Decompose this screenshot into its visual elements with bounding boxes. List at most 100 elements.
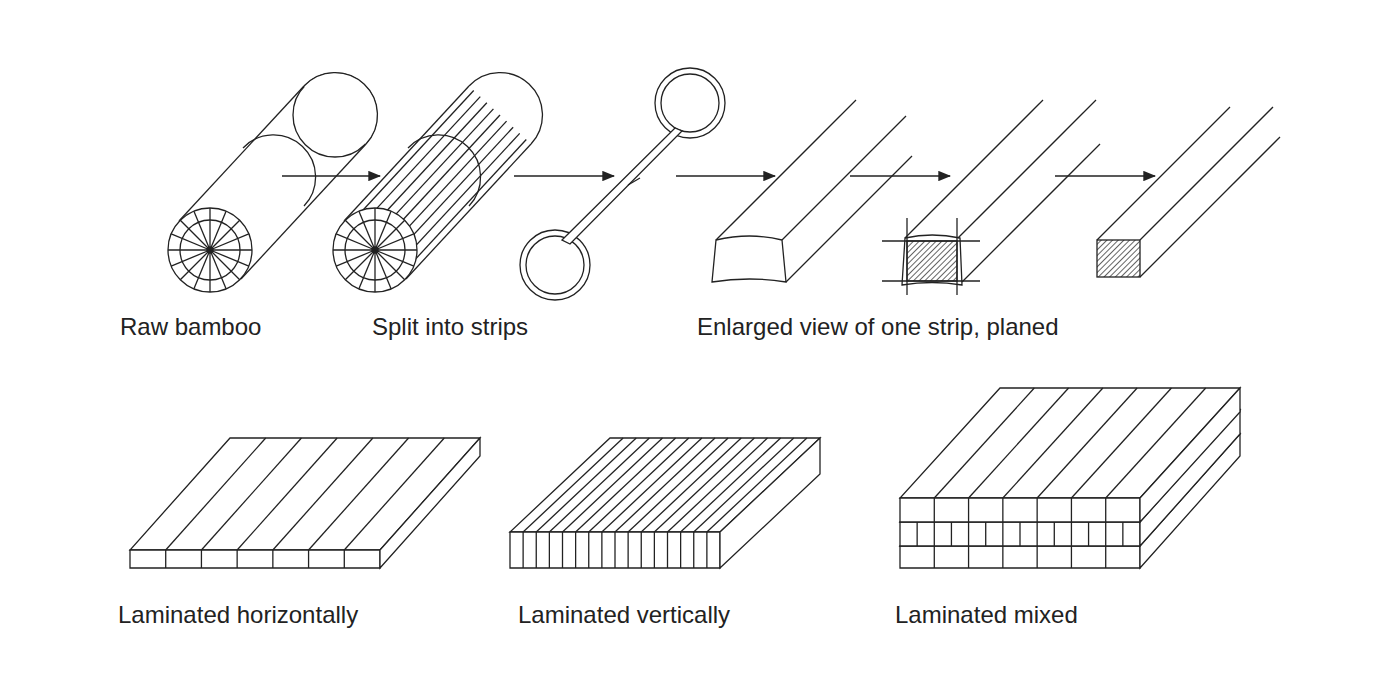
line-art (130, 68, 1280, 568)
process-arrows (282, 175, 1155, 176)
plate-face (1140, 388, 1240, 522)
stroke (615, 438, 715, 532)
stroke (375, 234, 414, 250)
stroke (536, 438, 636, 532)
stroke (210, 250, 226, 289)
stroke (209, 250, 210, 292)
plate-face (720, 438, 820, 568)
stroke (210, 250, 240, 280)
stroke (614, 532, 615, 568)
stroke (1122, 522, 1123, 546)
stroke (934, 522, 935, 546)
stroke (1019, 522, 1020, 546)
stroke (667, 532, 668, 568)
stroke (1002, 498, 1003, 522)
stroke (575, 532, 576, 568)
stroke (1105, 522, 1106, 546)
stroke (1002, 546, 1003, 568)
caption-label: Laminated vertically (518, 601, 730, 630)
stroke (374, 250, 375, 292)
stroke (1036, 498, 1037, 522)
stroke (1105, 546, 1106, 568)
stroke (1071, 546, 1072, 568)
stroke (1105, 498, 1106, 522)
stroke (1106, 388, 1206, 498)
stroke (359, 211, 375, 250)
plate-face (510, 532, 720, 568)
stroke (374, 208, 375, 250)
stroke (210, 234, 249, 250)
stroke (693, 532, 694, 568)
stroke (588, 532, 589, 568)
stroke (168, 249, 210, 250)
stroke (333, 249, 375, 250)
stroke (1088, 522, 1089, 546)
caption-label: Laminated horizontally (118, 601, 358, 630)
stroke (1036, 546, 1037, 568)
stroke (627, 532, 628, 568)
stroke (1036, 522, 1037, 546)
planed-strip (1097, 107, 1280, 277)
planing-strip (882, 100, 1100, 295)
stroke (589, 438, 689, 532)
stroke (934, 546, 935, 568)
enlarged-strip (712, 100, 912, 282)
stroke (668, 438, 768, 532)
stroke (209, 208, 210, 250)
plate-face (900, 388, 1240, 498)
stroke (694, 438, 794, 532)
stroke (201, 550, 202, 568)
caption-label: Enlarged view of one strip, planed (697, 313, 1059, 342)
stroke (654, 438, 754, 532)
stroke (536, 532, 537, 568)
stroke (375, 250, 391, 289)
plate-face (130, 550, 380, 568)
stroke (336, 250, 375, 266)
plate-face (900, 546, 1140, 568)
stroke (210, 249, 252, 250)
stroke (602, 438, 702, 532)
plate-face (900, 498, 1140, 522)
stroke (934, 498, 935, 522)
stroke (375, 220, 405, 250)
stroke (549, 438, 649, 532)
stroke (654, 532, 655, 568)
stroke (345, 250, 375, 280)
stroke (180, 250, 210, 280)
stroke (1071, 498, 1072, 522)
stroke (375, 250, 405, 280)
stroke (523, 438, 623, 532)
stroke (601, 532, 602, 568)
stroke (576, 438, 676, 532)
stroke (344, 438, 444, 550)
caption-label: Laminated mixed (895, 601, 1078, 630)
stroke (344, 550, 345, 568)
stroke (706, 532, 707, 568)
stroke (968, 546, 969, 568)
caption-label: Raw bamboo (120, 313, 261, 342)
stroke (549, 532, 550, 568)
stroke (522, 532, 523, 568)
stroke (641, 532, 642, 568)
strip-from-ring (520, 68, 725, 300)
stroke (180, 220, 210, 250)
stroke (562, 532, 563, 568)
split-bamboo (333, 73, 542, 292)
stroke (968, 522, 969, 546)
stroke (985, 522, 986, 546)
plate-face (380, 438, 480, 568)
caption-label: Split into strips (372, 313, 528, 342)
stroke (680, 532, 681, 568)
stroke (681, 438, 781, 532)
stroke (308, 550, 309, 568)
stroke (375, 249, 417, 250)
stroke (628, 438, 728, 532)
plate-face (130, 438, 480, 550)
stroke (1002, 522, 1003, 546)
stroke (194, 211, 210, 250)
stroke (236, 550, 237, 568)
plate-face (900, 522, 1140, 546)
stroke (968, 498, 969, 522)
stroke (272, 550, 273, 568)
stroke (171, 250, 210, 266)
